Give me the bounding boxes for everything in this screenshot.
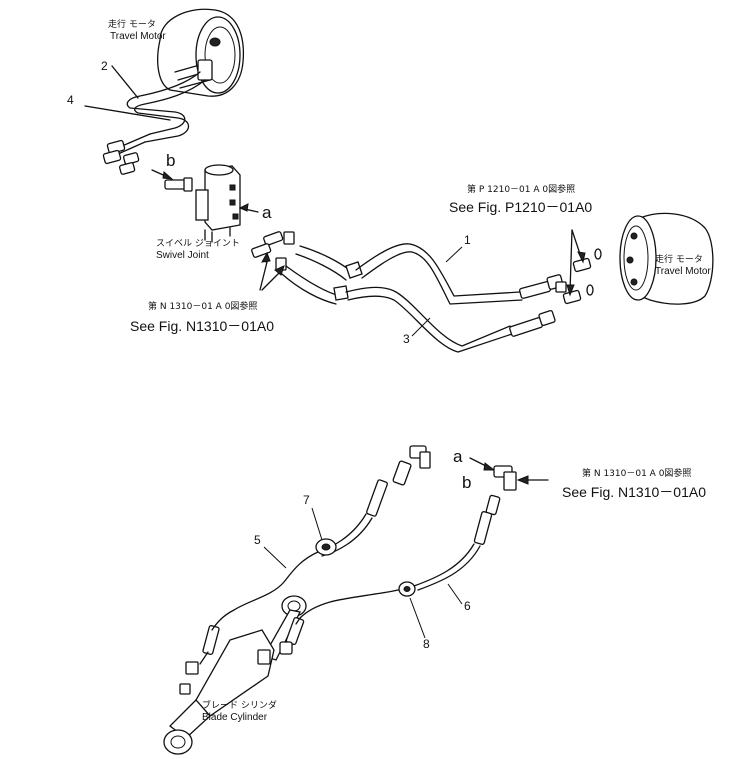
callout-7: 7 bbox=[303, 493, 310, 507]
ref-n1310-right-jp: 第 N 1310－01 A 0図参照 bbox=[582, 467, 691, 479]
callout-5: 5 bbox=[254, 533, 261, 547]
hose-2-and-4 bbox=[84, 65, 206, 175]
clamp-7 bbox=[315, 538, 337, 556]
callout-8: 8 bbox=[423, 637, 430, 651]
clamp-8 bbox=[398, 581, 416, 597]
swivel-joint-en-label: Swivel Joint bbox=[156, 250, 209, 261]
swivel-joint bbox=[195, 164, 241, 243]
elbow-fitting-hose-5 bbox=[409, 445, 431, 469]
callout-b-top: b bbox=[166, 151, 175, 170]
ref-p1210-jp: 第 P 1210－01 A 0図参照 bbox=[467, 183, 575, 195]
callout-4: 4 bbox=[67, 93, 74, 107]
blade-cylinder-jp-label: ブレード シリンダ bbox=[202, 699, 277, 711]
elbow-fitting-b bbox=[164, 177, 193, 192]
elbow-fitting-bottom bbox=[493, 465, 517, 491]
callout-a-top: a bbox=[262, 203, 272, 222]
ref-n1310-left-en: See Fig. N1310－01A0 bbox=[130, 318, 274, 334]
ref-n1310-left-jp: 第 N 1310－01 A 0図参照 bbox=[148, 300, 257, 312]
travel-motor-right bbox=[619, 212, 714, 305]
travel-motor-right-en-label: Travel Motor bbox=[655, 266, 711, 277]
ref-n1310-right-en: See Fig. N1310－01A0 bbox=[562, 484, 706, 500]
blade-cylinder bbox=[163, 595, 307, 755]
callout-3: 3 bbox=[403, 332, 410, 346]
hose-1-and-3 bbox=[281, 243, 564, 353]
travel-motor-top bbox=[157, 8, 245, 97]
callout-2: 2 bbox=[101, 59, 108, 73]
travel-motor-top-en-label: Travel Motor bbox=[110, 31, 166, 42]
callout-a-bottom: a bbox=[453, 447, 463, 466]
cylinder-hose-ends bbox=[199, 609, 305, 665]
swivel-joint-jp-label: スイベル ジョイント bbox=[156, 239, 240, 249]
callout-b-bottom: b bbox=[462, 473, 471, 492]
hose-6 bbox=[299, 494, 501, 619]
ref-p1210-en: See Fig. P1210－01A0 bbox=[449, 199, 592, 215]
fittings-left bbox=[251, 231, 295, 271]
travel-motor-top-jp-label: 走行 モータ bbox=[108, 18, 156, 30]
callout-6: 6 bbox=[464, 599, 471, 613]
travel-motor-right-jp-label: 走行 モータ bbox=[655, 253, 703, 265]
fittings-right bbox=[555, 248, 602, 305]
blade-cylinder-en-label: Blade Cylinder bbox=[202, 712, 268, 723]
callout-1: 1 bbox=[464, 233, 471, 247]
